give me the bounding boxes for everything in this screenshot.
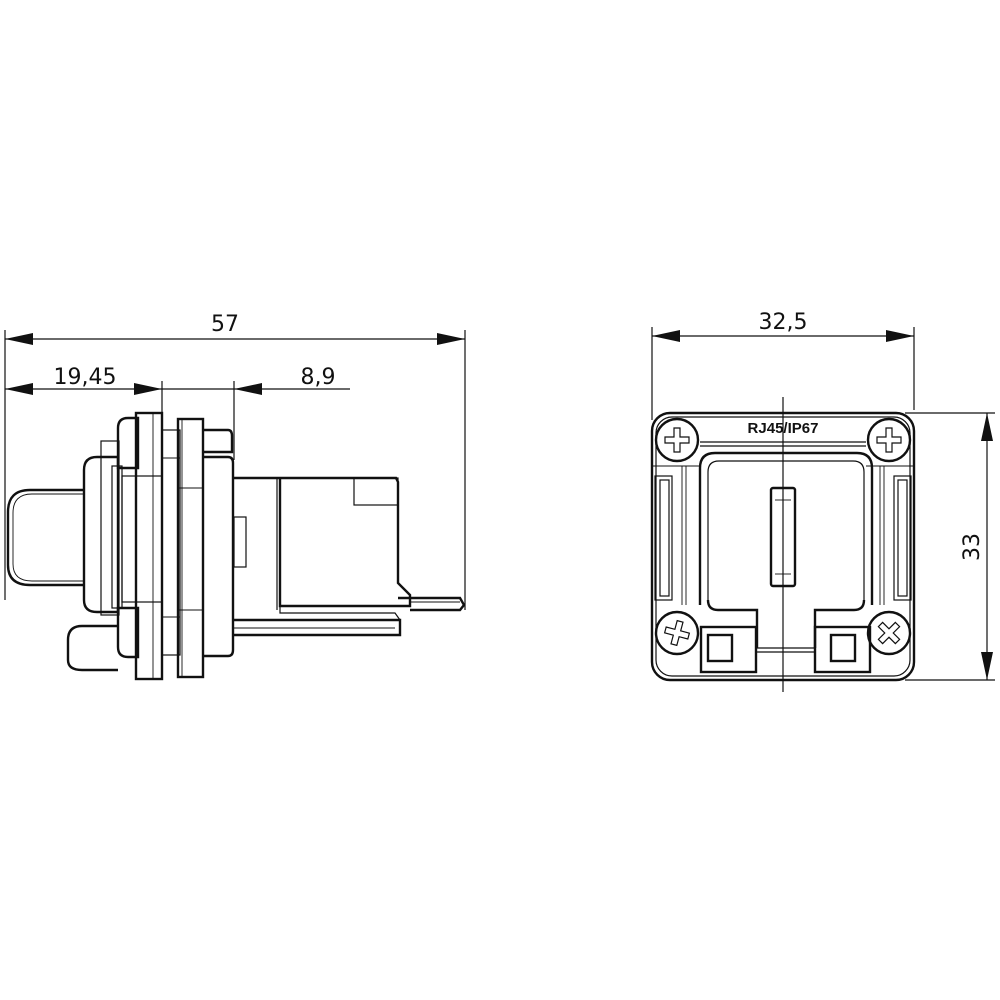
dimension-33: 33	[905, 412, 995, 681]
dimension-label-33: 33	[960, 533, 985, 561]
dimension-label-57: 57	[211, 312, 239, 337]
dimension-8-9: 8,9	[162, 365, 350, 460]
front-view: 32,5 33	[650, 310, 995, 692]
dimension-label-19-45: 19,45	[54, 365, 117, 390]
dimension-19-45: 19,45	[5, 365, 163, 420]
screw-bottom-right	[866, 610, 912, 656]
flange-front	[134, 411, 164, 681]
screw-top-right	[866, 417, 912, 463]
cap-loop	[6, 488, 84, 587]
rj45-body	[233, 476, 412, 608]
screw-top-left	[654, 417, 700, 463]
side-view: 57 19,45 8,9	[4, 312, 466, 681]
dimension-57: 57	[4, 312, 466, 610]
screw-bottom-left	[654, 610, 700, 656]
flange-rear	[176, 417, 205, 679]
dimension-label-8-9: 8,9	[301, 365, 336, 390]
dimension-32-5: 32,5	[651, 310, 915, 420]
dimension-label-32-5: 32,5	[759, 310, 808, 335]
